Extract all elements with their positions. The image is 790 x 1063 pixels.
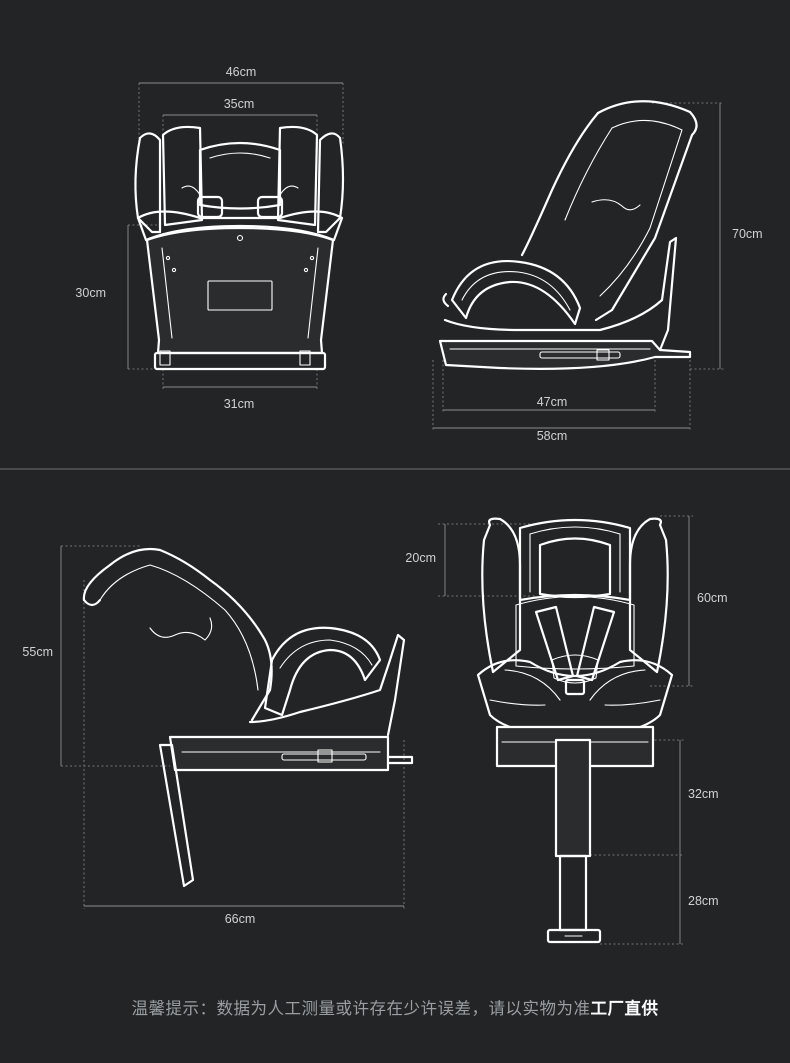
front-base-width-label: 31cm (224, 397, 255, 411)
rear-front-view: 20cm 60cm 32cm 28cm (405, 515, 728, 945)
headrest-height-label: 20cm (405, 551, 436, 565)
reclined-height-label: 55cm (22, 645, 53, 659)
front-width-outer-label: 46cm (226, 65, 257, 79)
front-width-inner-label: 35cm (224, 97, 255, 111)
side-base-depth-label: 47cm (537, 395, 568, 409)
reclined-total-length-label: 66cm (225, 912, 256, 926)
front-view: 46cm 35cm 30cm 31cm (75, 65, 345, 411)
seat-height-label: 60cm (697, 591, 728, 605)
disclaimer-text: 温馨提示：数据为人工测量或许存在少许误差，请以实物为准 (131, 999, 591, 1018)
leg-lower-label: 28cm (688, 894, 719, 908)
factory-direct-label: 工厂直供 (590, 999, 659, 1018)
disclaimer-note: 温馨提示：数据为人工测量或许存在少许误差，请以实物为准工厂直供 (0, 995, 790, 1023)
side-total-depth-label: 58cm (537, 429, 568, 443)
reclined-view: 55cm 66cm (22, 545, 414, 926)
side-height-label: 70cm (732, 227, 763, 241)
side-view: 70cm 47cm 58cm (432, 100, 763, 443)
leg-upper-label: 32cm (688, 787, 719, 801)
front-base-height-label: 30cm (75, 286, 106, 300)
